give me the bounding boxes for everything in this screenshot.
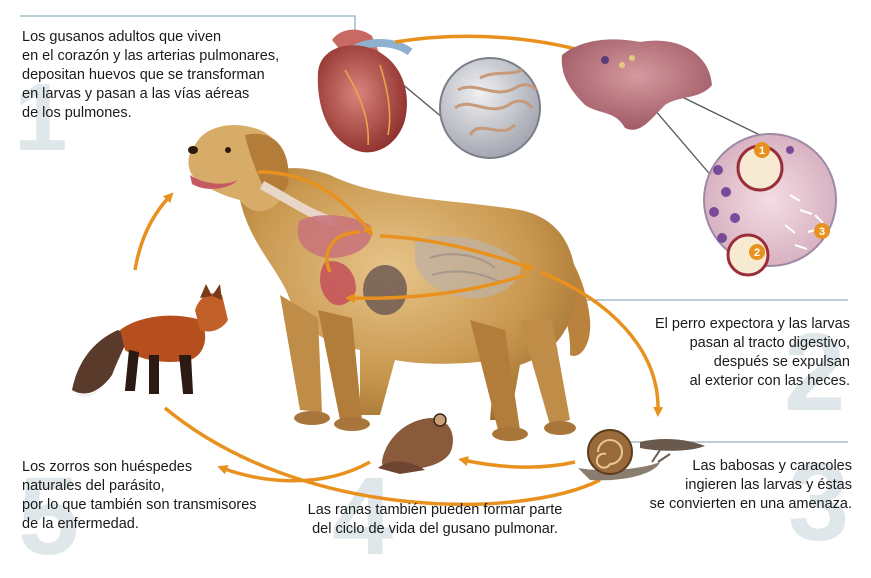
step-number-5: 5 [18,455,80,578]
blood-cells [709,146,794,243]
dog-intestines-coil [429,253,501,283]
fox-ear [200,284,222,300]
lifecycle-arrows [133,192,664,507]
dog-paw [492,427,528,441]
caption-step-1: Los gusanos adultos que viven en el cora… [22,29,280,121]
fox-legs [124,349,194,394]
worm [457,83,538,94]
fox-tail [72,330,130,394]
dog-paw [334,417,370,431]
lung-illustration [561,39,712,130]
magnifier-badges: 1 2 3 [749,142,830,260]
dog-stomach [363,265,407,315]
badge-3 [814,223,830,239]
fox-tail-tip [72,390,98,397]
dog-lung-inner [297,215,372,258]
snail-shell [587,429,633,475]
badge-2 [749,244,765,260]
frog-leg [378,461,425,474]
lung-worm-spot [629,55,635,61]
fox-body [120,315,206,362]
pathway-arrow-to-intestine [379,234,535,272]
worm-magnifier [439,57,541,159]
dog-paw [294,411,330,425]
badge-3-label: 3 [819,226,825,238]
dog-hind-leg-left [470,320,520,430]
snail-antenna [651,449,671,463]
dog-hind-leg-right [520,320,570,425]
dog-nose [188,146,198,154]
heart-vein-lines [344,64,391,146]
dog-mouth [190,175,238,189]
worm [468,123,517,136]
step-number-2: 2 [784,311,846,434]
frog-eye [433,413,447,427]
heart-body [317,45,407,153]
caption-step-3: Las babosas y caracoles ingieren las lar… [649,458,852,512]
worm [454,99,534,111]
lung-worm-spot [601,56,609,64]
arrow-frog-to-fox [217,460,371,483]
frog-illustration [378,413,454,474]
dog-paw [544,421,576,435]
badge-1-label: 1 [759,145,765,157]
frog-body [382,418,454,470]
fox-illustration [72,284,228,397]
dog-eye [225,147,231,153]
badge-1 [754,142,770,158]
leader-line-lung-alveoli [671,91,771,141]
pathway-arrow-heart-to-lung [325,230,361,273]
caption-step-4: Las ranas también pueden formar parte de… [307,502,563,537]
slug-body [640,439,705,451]
fox-head [195,293,228,332]
lung-worm-spot [619,62,625,68]
leader-line-lung-alveoli-2 [647,101,721,187]
step-number-4: 4 [332,455,394,578]
pathway-arrow-trachea [257,170,374,236]
pathway-arrow-return [345,273,526,304]
step-number-1: 1 [14,64,68,171]
arrow-snail-to-fox [163,406,601,507]
worm [479,68,523,80]
step-number-3: 3 [788,441,850,564]
dog-ear [245,133,289,194]
arrow-dog-to-snail [539,270,664,417]
lung-body [561,39,712,130]
worm-pathway-internal [257,170,535,304]
arrow-snail-to-frog [458,456,576,469]
caption-step-5: Los zorros son huéspedes naturales del p… [22,459,257,532]
heart-illustration [317,29,413,153]
badge-2-label: 2 [754,247,760,259]
caption-step-2: El perro expectora y las larvas pasan al… [654,316,850,389]
alveoli-magnifier [703,133,837,277]
larvae-cluster [784,194,824,250]
arrow-fox-to-dog [133,192,174,271]
dog-front-leg-left [280,295,322,412]
snail-illustration [578,429,705,481]
dog-front-leg-right [318,310,362,420]
snail-shell-spiral [595,439,623,469]
